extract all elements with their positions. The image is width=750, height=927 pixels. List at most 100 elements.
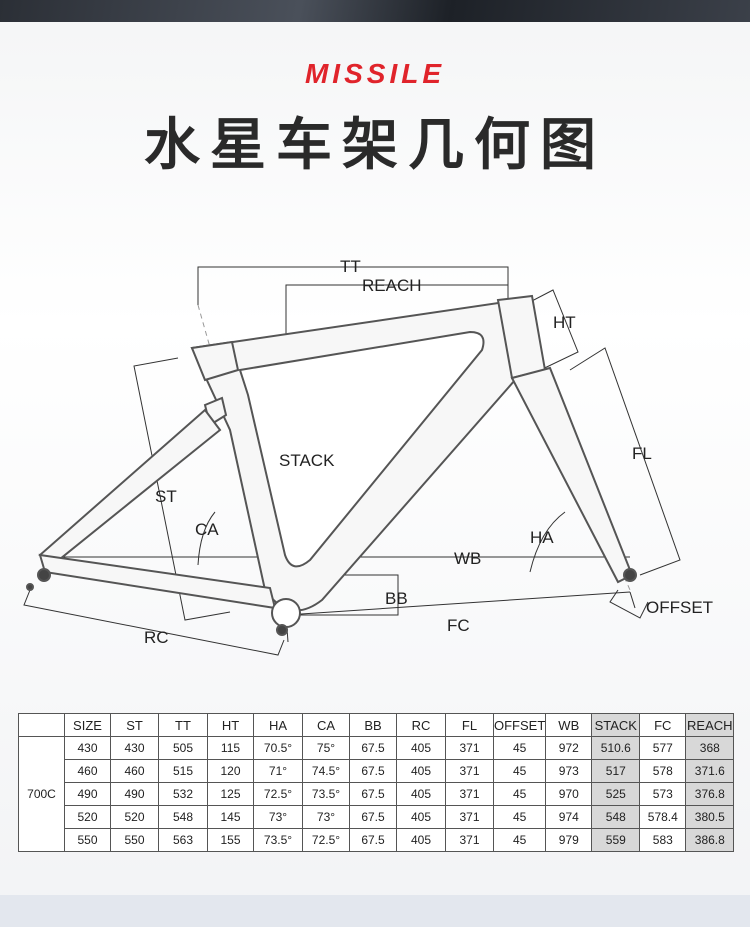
- fork: [510, 366, 634, 584]
- label-wb: WB: [454, 549, 481, 568]
- table-cell-fc: 583: [639, 828, 687, 852]
- table-cell-ha: 73.5°: [253, 828, 303, 852]
- table-cell-stack: 559: [591, 828, 641, 852]
- table-cell-rc: 405: [396, 736, 446, 760]
- table-cell-fl: 371: [445, 759, 494, 783]
- label-stack: STACK: [279, 451, 335, 470]
- table-cell-ca: 73°: [302, 805, 350, 829]
- table-cell-wb: 973: [545, 759, 593, 783]
- table-cell-offset: 45: [492, 828, 547, 852]
- table-header-ca: CA: [302, 713, 350, 737]
- table-corner-cell: [18, 713, 65, 737]
- table-cell-offset: 45: [492, 736, 547, 760]
- table-header-reach: REACH: [685, 713, 735, 737]
- table-cell-bb: 67.5: [349, 805, 397, 829]
- table-cell-ha: 73°: [253, 805, 303, 829]
- st-dimension: [133, 357, 231, 621]
- bottom-banner-strip: [0, 895, 750, 927]
- table-cell-stack: 525: [591, 782, 641, 806]
- label-fl: FL: [632, 444, 652, 463]
- table-header-wb: WB: [545, 713, 593, 737]
- table-cell-size: 490: [64, 782, 111, 806]
- table-cell-wb: 970: [545, 782, 593, 806]
- table-cell-stack: 548: [591, 805, 641, 829]
- table-cell-ca: 73.5°: [302, 782, 350, 806]
- table-cell-fl: 371: [445, 828, 494, 852]
- table-cell-bb: 67.5: [349, 736, 397, 760]
- table-cell-tt: 532: [158, 782, 208, 806]
- table-cell-fl: 371: [445, 736, 494, 760]
- table-header-ht: HT: [207, 713, 254, 737]
- table-cell-rc: 405: [396, 828, 446, 852]
- table-cell-ht: 145: [207, 805, 254, 829]
- table-cell-reach: 371.6: [685, 759, 735, 783]
- table-header-offset: OFFSET: [492, 713, 547, 737]
- table-header-ha: HA: [253, 713, 303, 737]
- table-header-fl: FL: [445, 713, 494, 737]
- table-cell-ha: 70.5°: [253, 736, 303, 760]
- brand-logo: MISSILE: [304, 58, 445, 89]
- table-header-st: ST: [110, 713, 159, 737]
- table-cell-wb: 972: [545, 736, 593, 760]
- ca-arc: [197, 511, 216, 566]
- table-cell-reach: 380.5: [685, 805, 735, 829]
- table-cell-ht: 155: [207, 828, 254, 852]
- table-cell-rc: 405: [396, 782, 446, 806]
- table-cell-st: 520: [110, 805, 159, 829]
- table-cell-rc: 405: [396, 759, 446, 783]
- table-cell-tt: 515: [158, 759, 208, 783]
- wheel-size-group-cell: 700C: [18, 736, 65, 852]
- table-cell-st: 550: [110, 828, 159, 852]
- table-cell-wb: 979: [545, 828, 593, 852]
- label-ca: CA: [195, 520, 219, 539]
- table-cell-fc: 577: [639, 736, 687, 760]
- table-cell-fc: 578: [639, 759, 687, 783]
- table-cell-bb: 67.5: [349, 782, 397, 806]
- table-cell-bb: 67.5: [349, 828, 397, 852]
- offset-dimension: [609, 589, 649, 619]
- top-banner-strip: [0, 0, 750, 22]
- table-header-size: SIZE: [64, 713, 111, 737]
- label-fc: FC: [447, 616, 470, 635]
- chain-stay: [38, 553, 277, 610]
- bike-frame: [26, 294, 637, 636]
- table-cell-size: 460: [64, 759, 111, 783]
- fl-dimension: [569, 347, 681, 576]
- table-cell-offset: 45: [492, 759, 547, 783]
- rc-dimension: [23, 589, 285, 656]
- label-offset: OFFSET: [646, 598, 713, 617]
- table-cell-size: 550: [64, 828, 111, 852]
- label-ht: HT: [553, 313, 576, 332]
- table-cell-ca: 75°: [302, 736, 350, 760]
- table-cell-rc: 405: [396, 805, 446, 829]
- table-cell-ha: 72.5°: [253, 782, 303, 806]
- table-cell-reach: 386.8: [685, 828, 735, 852]
- seat-stay: [38, 408, 222, 565]
- table-cell-stack: 510.6: [591, 736, 641, 760]
- table-cell-stack: 517: [591, 759, 641, 783]
- table-cell-size: 520: [64, 805, 111, 829]
- fc-dimension: [285, 591, 631, 616]
- table-cell-tt: 563: [158, 828, 208, 852]
- table-header-tt: TT: [158, 713, 208, 737]
- table-cell-reach: 376.8: [685, 782, 735, 806]
- table-header-rc: RC: [396, 713, 446, 737]
- table-cell-fc: 578.4: [639, 805, 687, 829]
- table-cell-wb: 974: [545, 805, 593, 829]
- label-bb: BB: [385, 589, 408, 608]
- table-cell-st: 430: [110, 736, 159, 760]
- label-ha: HA: [530, 528, 554, 547]
- table-cell-size: 430: [64, 736, 111, 760]
- label-tt: TT: [340, 257, 361, 276]
- label-reach: REACH: [362, 276, 422, 295]
- table-cell-ca: 72.5°: [302, 828, 350, 852]
- table-cell-ha: 71°: [253, 759, 303, 783]
- table-header-fc: FC: [639, 713, 687, 737]
- table-cell-ca: 74.5°: [302, 759, 350, 783]
